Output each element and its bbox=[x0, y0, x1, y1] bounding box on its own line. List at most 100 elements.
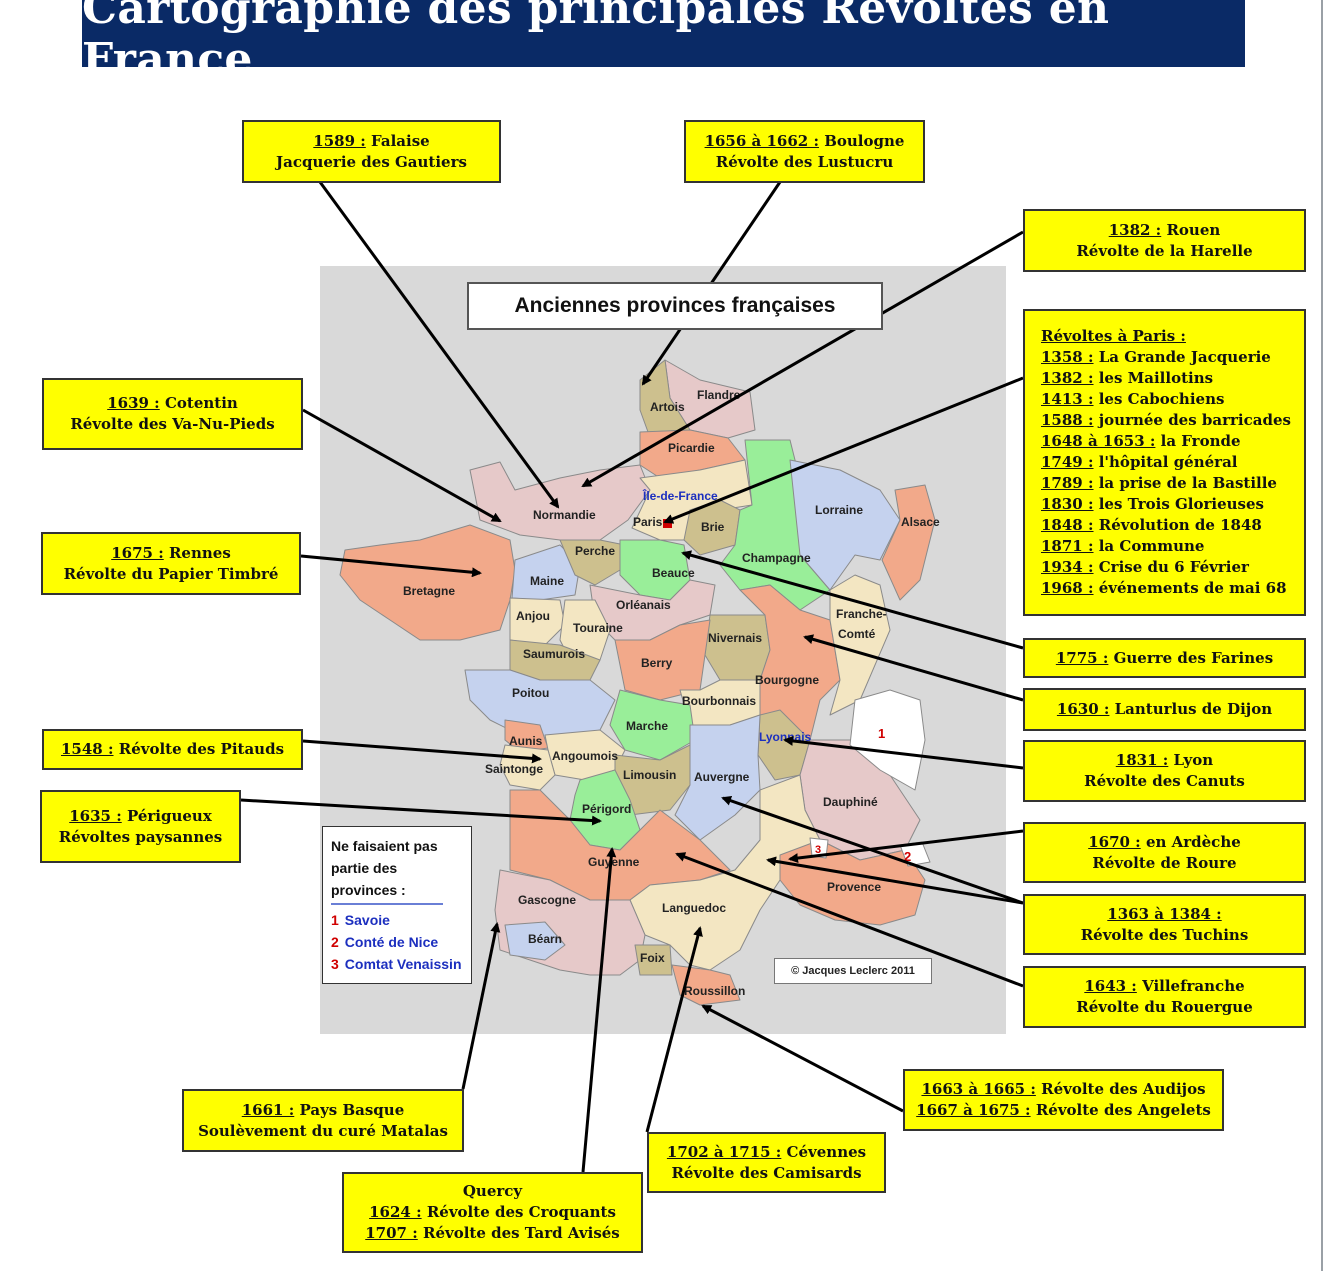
box-text: Révoltes paysannes bbox=[58, 827, 223, 846]
box-text: Révolution de 1848 bbox=[1093, 516, 1262, 534]
box-date: 1670 : bbox=[1088, 832, 1141, 851]
map-copyright: © Jacques Leclerc 2011 bbox=[774, 958, 932, 984]
box-line: 1667 à 1675 : Révolte des Angelets bbox=[916, 1100, 1211, 1121]
label-perche: Perche bbox=[575, 544, 615, 558]
box-text: événements de mai 68 bbox=[1093, 579, 1287, 597]
box-text: Périgueux bbox=[121, 806, 212, 825]
box-date: 1639 : bbox=[107, 394, 160, 412]
arrow-ardeche bbox=[788, 829, 1024, 864]
box-date: 1635 : bbox=[69, 806, 122, 825]
box-date: 1934 : bbox=[1041, 558, 1094, 576]
page-title: Cartographie des principales Révoltes en… bbox=[82, 0, 1245, 85]
box-date: 1830 : bbox=[1041, 495, 1094, 513]
box-text: Révolte des Tuchins bbox=[1080, 925, 1249, 944]
box-text: Révolte des Angelets bbox=[1030, 1101, 1211, 1119]
label-provence: Provence bbox=[827, 880, 881, 894]
label-artois: Artois bbox=[650, 400, 685, 414]
box-text: Pays Basque bbox=[294, 1100, 405, 1119]
box-date: 1413 : bbox=[1041, 390, 1094, 408]
box-line: 1871 : la Commune bbox=[1041, 536, 1204, 557]
province-marche bbox=[609, 689, 696, 761]
province-languedoc bbox=[629, 774, 821, 971]
box-line: 1639 : Cotentin bbox=[107, 393, 238, 414]
arrow-basque bbox=[461, 922, 501, 1090]
box-text: Guerre des Farines bbox=[1108, 648, 1274, 667]
label-gascogne: Gascogne bbox=[518, 893, 576, 907]
box-text: la Commune bbox=[1093, 537, 1205, 555]
box-line: Révolte des Canuts bbox=[1084, 771, 1245, 792]
legend-item-number: 1 bbox=[331, 912, 339, 928]
legend-title-line: Ne faisaient pas bbox=[331, 838, 438, 854]
box-text: Falaise bbox=[365, 131, 430, 150]
box-line: Révolte des Camisards bbox=[671, 1163, 861, 1184]
revolt-box-dijon: 1630 : Lanturlus de Dijon bbox=[1023, 688, 1306, 731]
arrow-rouen bbox=[581, 230, 1024, 488]
label-flandre: Flandre bbox=[697, 388, 741, 402]
box-date: 1968 : bbox=[1041, 579, 1094, 597]
box-text: Révolte des Canuts bbox=[1084, 772, 1245, 790]
box-text: Lanturlus de Dijon bbox=[1109, 700, 1273, 718]
box-line: 1789 : la prise de la Bastille bbox=[1041, 473, 1277, 494]
revolt-box-farines: 1775 : Guerre des Farines bbox=[1023, 638, 1306, 678]
box-text: les Maillotins bbox=[1093, 369, 1214, 387]
box-line: 1934 : Crise du 6 Février bbox=[1041, 557, 1249, 578]
label-auvergne: Auvergne bbox=[694, 770, 750, 784]
box-line: 1548 : Révolte des Pitauds bbox=[61, 739, 284, 760]
box-line: 1382 : les Maillotins bbox=[1041, 368, 1213, 389]
box-date: 1656 à 1662 : bbox=[704, 131, 819, 150]
arrow-audijos bbox=[701, 1004, 904, 1113]
arrow-camisards bbox=[645, 926, 703, 1133]
box-date: 1675 : bbox=[111, 543, 164, 562]
province-lorraine bbox=[789, 459, 901, 591]
revolt-box-paris: Révoltes à Paris :1358 : La Grande Jacqu… bbox=[1023, 309, 1306, 616]
box-text: les Cabochiens bbox=[1093, 390, 1225, 408]
box-line: 1363 à 1384 : bbox=[1107, 904, 1221, 925]
box-text: Révolte des Lustucru bbox=[715, 152, 894, 171]
province-auvergne bbox=[674, 714, 761, 841]
box-line: 1663 à 1665 : Révolte des Audijos bbox=[921, 1079, 1205, 1100]
box-date: 1363 à 1384 : bbox=[1107, 904, 1222, 923]
province-normandie bbox=[469, 461, 651, 541]
label-touraine: Touraine bbox=[573, 621, 623, 635]
label-champagne: Champagne bbox=[742, 551, 811, 565]
box-line: 1635 : Périgueux bbox=[69, 806, 212, 827]
box-date: 1749 : bbox=[1041, 453, 1094, 471]
box-date: 1848 : bbox=[1041, 516, 1094, 534]
arrow-falaise bbox=[318, 181, 560, 509]
box-line: 1968 : événements de mai 68 bbox=[1041, 578, 1287, 599]
label-limousin: Limousin bbox=[623, 768, 676, 782]
label-bretagne: Bretagne bbox=[403, 584, 455, 598]
box-date: 1643 : bbox=[1084, 977, 1137, 995]
province-foix bbox=[634, 944, 673, 976]
label-brie: Brie bbox=[701, 520, 725, 534]
box-text: Révolte du Rouergue bbox=[1076, 998, 1253, 1016]
box-date: 1648 à 1653 : bbox=[1041, 432, 1156, 450]
map-title: Anciennes provinces françaises bbox=[467, 282, 883, 330]
arrow-perigueux bbox=[240, 798, 602, 826]
label-saumurois: Saumurois bbox=[523, 647, 585, 661]
box-text: Rouen bbox=[1161, 220, 1221, 239]
legend-item-label: Comtat Venaissin bbox=[344, 956, 462, 972]
box-date: 1871 : bbox=[1041, 537, 1094, 555]
box-line: 1588 : journée des barricades bbox=[1041, 410, 1291, 431]
box-date: 1589 : bbox=[313, 131, 366, 150]
box-text: Révolte des Croquants bbox=[421, 1203, 616, 1221]
province-bretagne bbox=[339, 524, 516, 641]
box-text: Révolte du Papier Timbré bbox=[63, 564, 279, 583]
box-date: 1661 : bbox=[241, 1100, 295, 1119]
marker-1: 1 bbox=[878, 726, 885, 741]
label-maine: Maine bbox=[530, 574, 564, 588]
box-date: 1707 : bbox=[365, 1224, 418, 1242]
box-text: la Fronde bbox=[1155, 432, 1241, 450]
arrow-tuchins-1 bbox=[721, 795, 1024, 905]
revolt-box-pitauds: 1548 : Révolte des Pitauds bbox=[42, 729, 303, 770]
box-date: 1775 : bbox=[1055, 648, 1109, 667]
legend-item-number: 2 bbox=[331, 934, 339, 950]
box-line: 1382 : Rouen bbox=[1109, 220, 1221, 241]
